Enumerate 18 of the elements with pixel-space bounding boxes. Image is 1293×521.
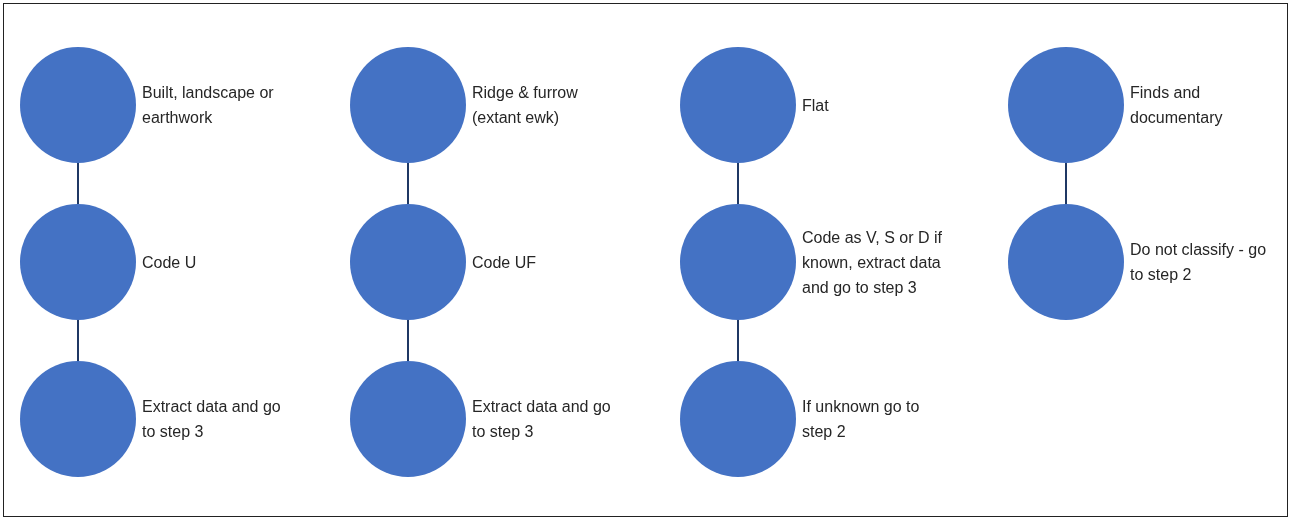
node-label: Do not classify - go to step 2 (1130, 240, 1268, 285)
node-label: Built, landscape or earthwork (142, 83, 275, 128)
connector-line (77, 162, 79, 205)
node-label: Extract data and go to step 3 (142, 397, 282, 442)
node-label: Code U (142, 252, 198, 273)
node-label: Code UF (472, 252, 538, 273)
node-label: Ridge & furrow (extant ewk) (472, 83, 579, 128)
connector-line (407, 319, 409, 362)
connector-line (737, 319, 739, 362)
node-label: Extract data and go to step 3 (472, 397, 612, 442)
node-label: Flat (802, 95, 830, 116)
connector-line (407, 162, 409, 205)
node-label: Code as V, S or D if known, extract data and go to step 3 (802, 227, 943, 298)
node-label: If unknown go to step 2 (802, 397, 921, 442)
node-label: Finds and documentary (1130, 83, 1224, 128)
connector-line (737, 162, 739, 205)
connector-line (77, 319, 79, 362)
connector-line (1065, 162, 1067, 205)
